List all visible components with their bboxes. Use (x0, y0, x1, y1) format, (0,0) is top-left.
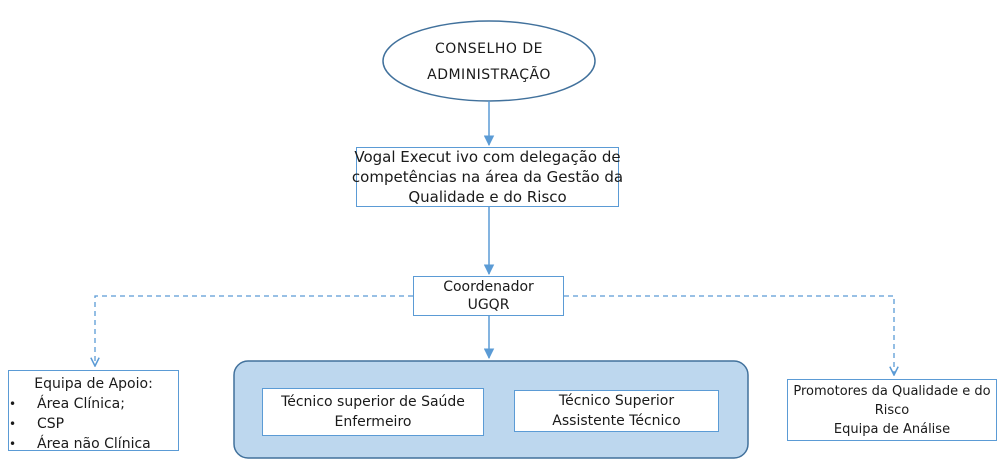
support-team-item-non-clinical: Área não Clínica (9, 434, 172, 454)
promoters-box: Promotores da Qualidade e do Risco Equip… (787, 379, 997, 441)
support-team-box: Equipa de Apoio: Área Clínica; CSP Área … (8, 370, 179, 454)
executive-line-2: competências na área da Gestão da (351, 168, 624, 186)
senior-assistant-technician-box: Técnico Superior Assistente Técnico (514, 390, 719, 432)
promoters-line-1: Promotores da Qualidade e do (793, 383, 991, 399)
support-team-title: Equipa de Apoio: (34, 376, 153, 392)
coordinator-box: Coordenador UGQR (413, 276, 564, 316)
executive-box: Vogal Execut ivo com delegação de compet… (352, 147, 623, 207)
coordinator-line-1: Coordenador (443, 279, 534, 295)
coordinator-line-2: UGQR (467, 297, 510, 313)
senior-health-technician-box: Técnico superior de Saúde Enfermeiro (262, 388, 484, 436)
support-team-list: Área Clínica; CSP Área não Clínica (9, 394, 172, 454)
board-label: CONSELHO DE ADMINISTRAÇÃO (383, 22, 595, 102)
senior-health-line-1: Técnico superior de Saúde (281, 394, 465, 410)
support-team-item-clinical: Área Clínica; (9, 394, 172, 414)
support-team-item-csp: CSP (9, 414, 172, 434)
senior-assistant-line-2: Assistente Técnico (552, 413, 681, 429)
board-label-line-1: CONSELHO DE (435, 41, 543, 57)
senior-health-line-2: Enfermeiro (334, 414, 412, 430)
promoters-line-2: Risco (874, 402, 910, 418)
connector-coordinator-to-promoters (564, 295, 894, 375)
senior-assistant-line-1: Técnico Superior (558, 393, 675, 409)
executive-line-3: Qualidade e do Risco (408, 188, 567, 206)
promoters-line-3: Equipa de Análise (833, 421, 951, 437)
executive-line-1: Vogal Execut ivo com delegação de (354, 148, 621, 166)
connector-coordinator-to-support-team (95, 295, 413, 366)
board-label-line-2: ADMINISTRAÇÃO (427, 67, 551, 83)
